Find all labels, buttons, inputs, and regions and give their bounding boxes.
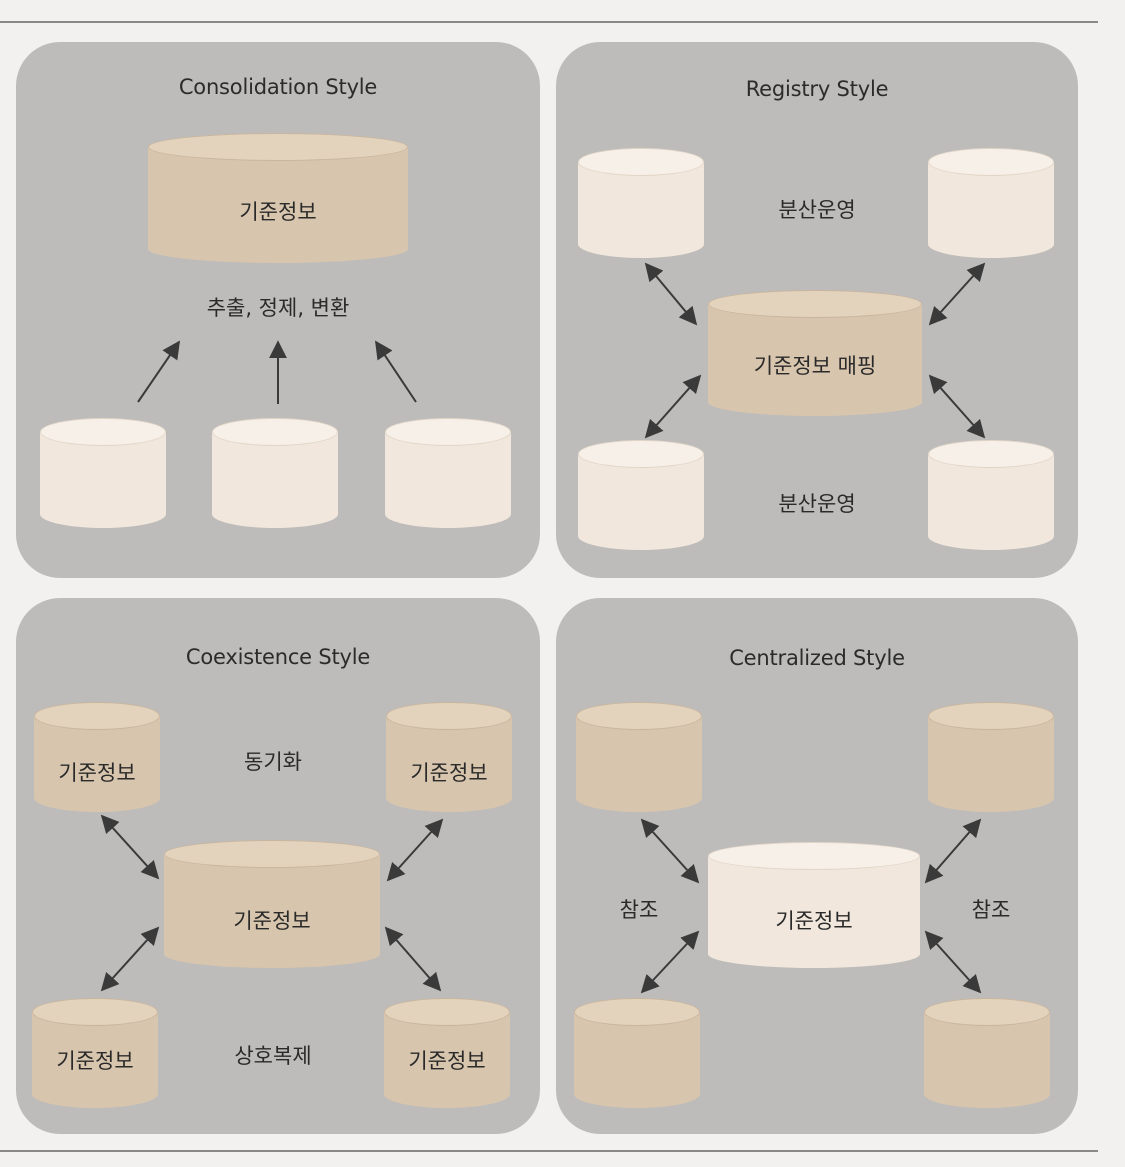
arrow <box>137 340 181 403</box>
panel-title: Consolidation Style <box>178 75 378 99</box>
master-data-cylinder: 기준정보 <box>148 133 408 263</box>
centralized-cylinder-bottom-left <box>574 998 700 1108</box>
registry-arrows <box>644 262 986 439</box>
centralized-center-cylinder: 기준정보 <box>708 842 920 968</box>
coexistence-cylinder-bottom-right: 기준정보 <box>384 998 510 1108</box>
cylinder-label: 기준정보 <box>56 1049 134 1073</box>
extract-arrows <box>137 340 417 404</box>
cylinder-label: 기준정보 <box>58 761 136 785</box>
arrow <box>386 818 444 882</box>
cylinder-label: 기준정보 <box>410 761 488 785</box>
distributed-label-top: 분산운영 <box>778 198 856 222</box>
arrow <box>384 926 442 992</box>
distributed-label-bottom: 분산운영 <box>778 492 856 516</box>
panel-title: Centralized Style <box>729 646 905 670</box>
centralized-arrows <box>640 818 982 994</box>
arrow <box>644 262 698 326</box>
cylinder-label: 기준정보 매핑 <box>753 354 877 378</box>
reference-label-left: 참조 <box>619 898 659 922</box>
arrow <box>640 930 700 994</box>
arrow <box>924 818 982 884</box>
arrow <box>375 340 417 403</box>
arrow <box>928 374 986 439</box>
arrow <box>100 814 160 880</box>
replication-label: 상호복제 <box>234 1044 312 1068</box>
arrow <box>928 262 986 326</box>
centralized-panel: Centralized Style 기준정보 참조 참조 <box>556 598 1078 1134</box>
coexistence-cylinder-bottom-left: 기준정보 <box>32 998 158 1108</box>
registry-panel: Registry Style 분산운영 분산운영 기준정보 매핑 <box>556 42 1078 578</box>
coexistence-arrows <box>100 814 444 992</box>
top-rule <box>0 21 1098 23</box>
consolidation-panel: Consolidation Style 기준정보 추출, 정제, 변환 <box>16 42 540 578</box>
coexistence-center-cylinder: 기준정보 <box>164 840 380 968</box>
cylinder-label: 기준정보 <box>408 1049 486 1073</box>
coexistence-panel: Coexistence Style 기준정보 기준정보 기준정보 기준정보 동기… <box>16 598 540 1134</box>
reference-label-right: 참조 <box>971 898 1011 922</box>
arrow <box>640 818 700 884</box>
mapping-cylinder: 기준정보 매핑 <box>708 290 922 416</box>
registry-cylinder-bottom-left <box>578 440 704 550</box>
centralized-cylinder-bottom-right <box>924 998 1050 1108</box>
centralized-cylinder-top-right <box>928 702 1054 812</box>
source-cylinder-3 <box>385 418 511 528</box>
cylinder-label: 기준정보 <box>775 909 853 933</box>
cylinder-label: 기준정보 <box>239 200 317 224</box>
bottom-rule <box>0 1150 1098 1152</box>
process-label: 추출, 정제, 변환 <box>206 296 350 320</box>
sync-label: 동기화 <box>244 750 302 774</box>
source-cylinder-1 <box>40 418 166 528</box>
arrow <box>924 930 982 994</box>
panel-title: Coexistence Style <box>185 645 371 669</box>
source-cylinder-2 <box>212 418 338 528</box>
coexistence-cylinder-top-right: 기준정보 <box>386 702 512 812</box>
registry-cylinder-top-left <box>578 148 704 258</box>
coexistence-cylinder-top-left: 기준정보 <box>34 702 160 812</box>
cylinder-label: 기준정보 <box>233 909 311 933</box>
arrow <box>644 374 702 439</box>
panel-title: Registry Style <box>745 77 889 101</box>
centralized-cylinder-top-left <box>576 702 702 812</box>
arrow <box>100 926 160 992</box>
registry-cylinder-bottom-right <box>928 440 1054 550</box>
registry-cylinder-top-right <box>928 148 1054 258</box>
